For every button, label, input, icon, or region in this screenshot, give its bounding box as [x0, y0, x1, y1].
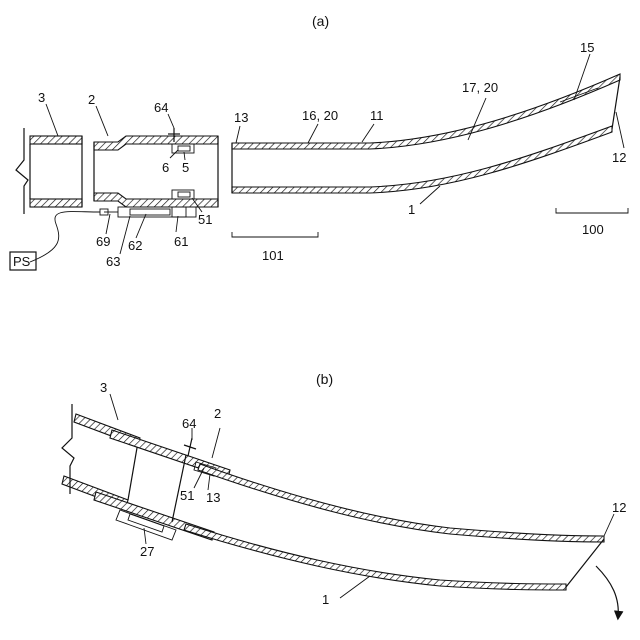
part-1-tube-b — [184, 464, 604, 590]
part-3-pipe — [16, 128, 82, 214]
figure-a-title: (a) — [312, 13, 329, 29]
label-11: 11 — [370, 108, 384, 123]
label-3: 3 — [38, 90, 45, 105]
label-16-20: 16, 20 — [302, 108, 338, 123]
part-2-connector — [30, 128, 218, 262]
label-64: 64 — [154, 100, 168, 115]
label-13-a: 13 — [234, 110, 248, 125]
label-100: 100 — [582, 222, 604, 237]
label-2: 2 — [88, 92, 95, 107]
label-69: 69 — [96, 234, 110, 249]
label-62: 62 — [128, 238, 142, 253]
label-1-b: 1 — [322, 592, 329, 607]
label-2-b: 2 — [214, 406, 221, 421]
label-27: 27 — [140, 544, 154, 559]
part-2-connector-b — [94, 430, 230, 540]
label-1-a: 1 — [408, 202, 415, 217]
label-64-b: 64 — [182, 416, 196, 431]
label-3-b: 3 — [100, 380, 107, 395]
label-17-20: 17, 20 — [462, 80, 498, 95]
label-12-a: 12 — [612, 150, 626, 165]
figure-b: (b) — [62, 371, 626, 618]
part-3-pipe-b — [62, 404, 140, 508]
label-5: 5 — [182, 160, 189, 175]
label-12-b: 12 — [612, 500, 626, 515]
label-51-b: 51 — [180, 488, 194, 503]
rotation-arrow — [596, 566, 618, 618]
label-51: 51 — [198, 212, 212, 227]
label-61: 61 — [174, 234, 188, 249]
label-101: 101 — [262, 248, 284, 263]
label-63: 63 — [106, 254, 120, 269]
label-13-b: 13 — [206, 490, 220, 505]
label-6: 6 — [162, 160, 169, 175]
part-1-tube — [232, 74, 620, 193]
figure-a: (a) — [10, 13, 628, 270]
figure-b-title: (b) — [316, 371, 333, 387]
label-15: 15 — [580, 40, 594, 55]
label-ps: PS — [13, 254, 31, 269]
